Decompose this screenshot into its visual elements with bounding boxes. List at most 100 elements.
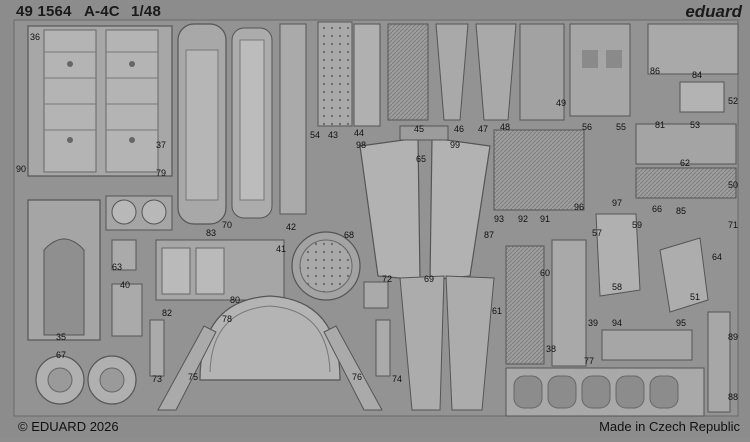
copyright: © EDUARD 2026	[18, 419, 119, 434]
part-44-plate	[353, 23, 381, 127]
part-number-label: 97	[612, 198, 622, 208]
part-number-label: 87	[484, 230, 494, 240]
part-number-label: 99	[450, 140, 460, 150]
part-38-39-60-61	[505, 239, 587, 367]
part-83-41-80-82	[155, 239, 285, 301]
part-number-label: 66	[652, 204, 662, 214]
part-number-label: 50	[728, 180, 738, 190]
part-number-label: 86	[650, 66, 660, 76]
part-77-frames	[505, 367, 705, 417]
part-number-label: 36	[30, 32, 40, 42]
part-number-label: 89	[728, 332, 738, 342]
origin: Made in Czech Republic	[599, 419, 740, 434]
part-number-label: 63	[112, 262, 122, 272]
part-76-strip	[323, 325, 383, 411]
part-number-label: 62	[680, 158, 690, 168]
part-number-label: 74	[392, 374, 402, 384]
part-number-label: 45	[414, 124, 424, 134]
part-number-label: 38	[546, 344, 556, 354]
part-number-label: 73	[152, 374, 162, 384]
part-number-label: 35	[56, 332, 66, 342]
part-number-label: 79	[156, 168, 166, 178]
part-number-label: 61	[492, 306, 502, 316]
set-number: 49 1564	[16, 3, 72, 20]
part-94-95	[601, 329, 693, 361]
part-number-label: 85	[676, 206, 686, 216]
part-69-structure	[399, 275, 495, 411]
part-number-label: 49	[556, 98, 566, 108]
part-number-label: 65	[416, 154, 426, 164]
part-number-label: 93	[494, 214, 504, 224]
part-number-label: 58	[612, 282, 622, 292]
part-number-label: 53	[690, 120, 700, 130]
part-91-92-93	[493, 129, 585, 211]
part-number-label: 40	[120, 280, 130, 290]
part-number-label: 95	[676, 318, 686, 328]
part-70-panel	[177, 23, 273, 225]
part-45-46-47-strips	[387, 23, 517, 121]
part-number-label: 96	[574, 202, 584, 212]
part-number-label: 80	[230, 295, 240, 305]
part-84-86-52	[647, 23, 739, 113]
part-number-label: 81	[655, 120, 665, 130]
part-74	[375, 319, 391, 377]
part-number-label: 92	[518, 214, 528, 224]
part-number-label: 72	[382, 274, 392, 284]
part-42-strip	[279, 23, 307, 215]
part-number-label: 70	[222, 220, 232, 230]
part-number-label: 48	[500, 122, 510, 132]
part-63	[111, 239, 137, 271]
part-43-grille	[317, 21, 353, 127]
part-55-56-brackets	[569, 23, 631, 117]
part-number-label: 52	[728, 96, 738, 106]
part-number-label: 88	[728, 392, 738, 402]
part-number-label: 60	[540, 268, 550, 278]
part-number-label: 82	[162, 308, 172, 318]
part-number-label: 64	[712, 252, 722, 262]
part-number-label: 69	[424, 274, 434, 284]
part-number-label: 39	[588, 318, 598, 328]
part-number-label: 57	[592, 228, 602, 238]
part-number-label: 42	[286, 222, 296, 232]
part-number-label: 47	[478, 124, 488, 134]
part-number-label: 84	[692, 70, 702, 80]
part-72	[363, 281, 389, 309]
part-number-label: 68	[344, 230, 354, 240]
part-number-label: 44	[354, 128, 364, 138]
part-number-label: 51	[690, 292, 700, 302]
part-number-label: 98	[356, 140, 366, 150]
part-number-label: 59	[632, 220, 642, 230]
part-number-label: 75	[188, 372, 198, 382]
part-79-gauges	[105, 195, 173, 231]
part-number-label: 91	[540, 214, 550, 224]
part-67-wheels	[35, 355, 137, 405]
part-number-label: 76	[352, 372, 362, 382]
brand-logo: eduard	[685, 2, 742, 21]
part-number-label: 54	[310, 130, 320, 140]
part-number-label: 83	[206, 228, 216, 238]
part-75-strip	[157, 325, 217, 411]
part-36-panel	[27, 25, 173, 177]
part-35-frame	[27, 199, 101, 341]
part-40	[111, 283, 143, 337]
part-88-89	[707, 311, 731, 413]
part-number-label: 55	[616, 122, 626, 132]
part-51-64	[659, 237, 709, 313]
part-73	[149, 319, 165, 377]
part-48-49-panel	[519, 23, 565, 121]
part-number-label: 90	[16, 164, 26, 174]
part-58	[595, 213, 641, 297]
part-number-label: 94	[612, 318, 622, 328]
part-number-label: 56	[582, 122, 592, 132]
part-number-label: 78	[222, 314, 232, 324]
part-number-label: 43	[328, 130, 338, 140]
part-number-label: 46	[454, 124, 464, 134]
part-50-53-62-81	[635, 123, 737, 199]
model-name: A-4C	[84, 3, 120, 20]
part-number-label: 67	[56, 350, 66, 360]
part-number-label: 77	[584, 356, 594, 366]
part-number-label: 41	[276, 244, 286, 254]
